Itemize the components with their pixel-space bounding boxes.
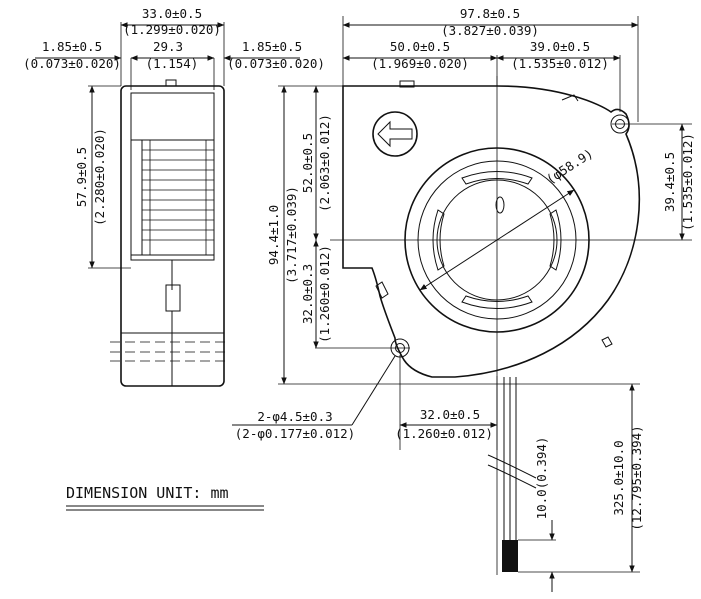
side-inner-width-in-label: (1.154) [146,56,199,71]
side-left-margin-in-label: (0.073±0.020) [23,56,121,71]
strip-length-label: 10.0(0.394) [534,437,549,520]
front-overall-width-label: 97.8±0.5 [460,6,520,21]
hole-to-wire-label: 32.0±0.5 [420,407,480,422]
side-overall-width-in-label: (1.299±0.020) [123,22,221,37]
hole-to-wire-in-label: (1.260±0.012) [395,426,493,441]
side-overall-width-label: 33.0±0.5 [142,6,202,21]
side-height-in-label: (2.280±0.020) [92,128,107,226]
center-to-bottom-hole-label: 32.0±0.3 [300,264,315,324]
left-to-center-in-label: (1.969±0.020) [371,56,469,71]
overall-height-in-label: (3.717±0.039) [284,186,299,284]
side-inner-width-label: 29.3 [153,39,183,54]
side-left-margin-label: 1.85±0.5 [42,39,102,54]
dimension-unit-note: DIMENSION UNIT: mm [66,484,229,502]
left-to-center-label: 50.0±0.5 [390,39,450,54]
lead-length-in-label: (12.795±0.394) [629,425,644,530]
side-right-margin-in-label: (0.073±0.020) [227,56,325,71]
front-overall-width-in-label: (3.827±0.039) [441,23,539,38]
side-height-label: 57.9±0.5 [74,147,89,207]
side-right-margin-label: 1.85±0.5 [242,39,302,54]
side-impeller [131,139,215,256]
top-to-center-in-label: (2.063±0.012) [317,114,332,212]
overall-height-label: 94.4±1.0 [266,205,281,265]
top-to-center-label: 52.0±0.5 [300,133,315,193]
hole-spec-in-label: (2-φ0.177±0.012) [235,426,355,441]
side-view [35,22,300,387]
center-to-bottom-hole-in-label: (1.260±0.012) [317,245,332,343]
hole-to-center-in-label: (1.535±0.012) [680,133,695,231]
hole-to-center-label: 39.4±0.5 [662,152,677,212]
center-to-hole-label: 39.0±0.5 [530,39,590,54]
lead-length-label: 325.0±10.0 [611,440,626,515]
center-to-hole-in-label: (1.535±0.012) [511,56,609,71]
front-view [232,16,692,592]
hole-spec-label: 2-φ4.5±0.3 [257,409,332,424]
